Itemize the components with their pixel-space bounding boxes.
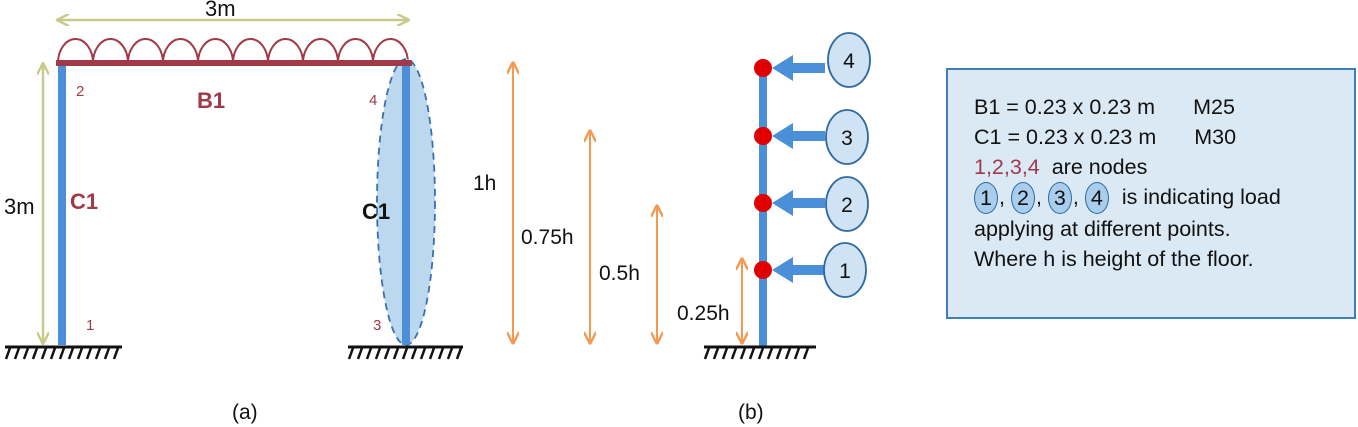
- load-marker-3: [825, 109, 869, 165]
- left-column-label: C1: [70, 189, 98, 214]
- b1-spec: B1 = 0.23 x 0.23 m: [974, 95, 1156, 119]
- load-arrow-3: [772, 123, 825, 149]
- load-arrow-4: [772, 55, 825, 81]
- info-line-6: Where h is height of the floor.: [974, 247, 1254, 272]
- height-label-025h: 0.25h: [677, 302, 730, 325]
- info-row-c1: C1 = 0.23 x 0.23 m M30: [974, 122, 1354, 152]
- load-marker-label-1: 1: [839, 260, 851, 283]
- b1-grade: M25: [1193, 95, 1235, 119]
- node-dot-1: [754, 261, 772, 279]
- caption-b: (b): [738, 401, 764, 424]
- distributed-load: [57, 38, 409, 64]
- caption-a: (a): [232, 401, 258, 424]
- info-load-marker-4: 4: [1084, 182, 1109, 215]
- right-column-label: C1: [362, 199, 390, 224]
- load-arrows: [772, 55, 825, 283]
- height-label-1h: 1h: [473, 172, 496, 195]
- load-marker-1: [823, 242, 867, 298]
- beam-label: B1: [197, 88, 225, 113]
- info-box: B1 = 0.23 x 0.23 m M25 C1 = 0.23 x 0.23 m…: [946, 68, 1356, 319]
- column-b-fixed-support: [703, 345, 816, 360]
- node-label-1: 1: [86, 317, 94, 334]
- info-load-marker-1: 1: [974, 182, 998, 215]
- nodes-list: 1,2,3,4: [974, 155, 1040, 179]
- c1-grade: M30: [1194, 125, 1237, 149]
- span-label: 3m: [205, 0, 236, 21]
- load-marker-2: [825, 176, 869, 232]
- info-load-marker-2: 2: [1010, 182, 1035, 215]
- info-load-marker-3: 3: [1047, 182, 1072, 215]
- load-marker-label-4: 4: [843, 50, 855, 73]
- nodes-text: are nodes: [1051, 155, 1148, 179]
- load-arrow-2: [772, 190, 825, 216]
- node-dot-2: [754, 194, 772, 212]
- load-arrow-1: [772, 257, 825, 283]
- load-marker-label-2: 2: [841, 194, 853, 217]
- load-marker-label-3: 3: [841, 127, 853, 150]
- node-dot-3: [754, 127, 772, 145]
- c1-spec: C1 = 0.23 x 0.23 m: [974, 125, 1157, 149]
- load-text: is indicating load: [1121, 185, 1281, 209]
- info-row-nodes: 1,2,3,4 are nodes: [974, 152, 1354, 182]
- height-label: 3m: [4, 194, 35, 219]
- height-label-075h: 0.75h: [521, 226, 574, 249]
- node-label-4: 4: [369, 92, 377, 109]
- right-fixed-support: [347, 345, 463, 360]
- node-label-3: 3: [373, 317, 381, 334]
- info-row-b1: B1 = 0.23 x 0.23 m M25: [974, 92, 1354, 122]
- load-marker-4: [827, 32, 871, 88]
- left-fixed-support: [4, 345, 122, 360]
- info-row-loads: 1, 2, 3, 4 is indicating load: [974, 182, 1354, 215]
- height-label-05h: 0.5h: [599, 262, 640, 285]
- node-dot-4: [754, 59, 772, 77]
- node-label-2: 2: [76, 83, 84, 100]
- info-line-5: applying at different points.: [974, 217, 1231, 242]
